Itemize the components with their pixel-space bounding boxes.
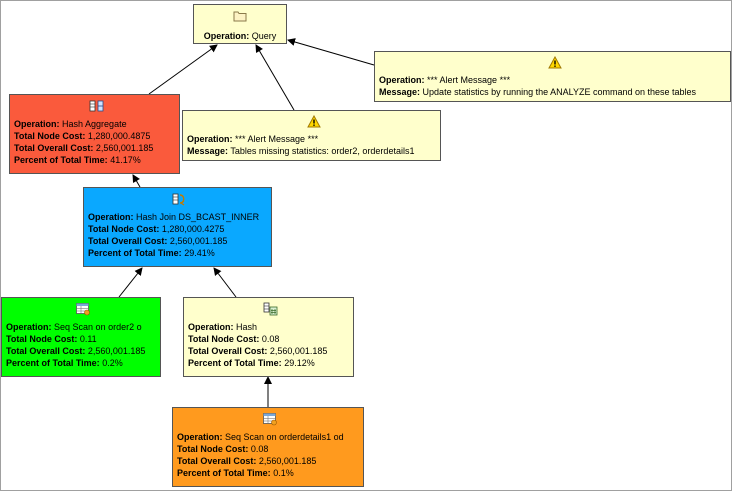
hash-aggregate-icon: [14, 99, 179, 115]
operation-label: Operation:: [177, 432, 223, 442]
operation-label: Operation:: [203, 31, 250, 41]
percent-of-total-time-label: Percent of Total Time:: [14, 155, 108, 165]
seq-scan-orderdetails-overall-cost: 2,560,001.185: [258, 456, 317, 466]
alert-2-operation: *** Alert Message ***: [235, 134, 319, 144]
seq-scan-order2-percent-time: 0.2%: [102, 358, 123, 368]
edge-hash-aggregate-to-query: [148, 44, 218, 95]
node-alert-update-statistics[interactable]: Operation: *** Alert Message *** Message…: [374, 51, 731, 102]
seq-scan-order2-node-cost: 0.11: [79, 334, 97, 344]
total-node-cost-label: Total Node Cost:: [6, 334, 78, 344]
table-scan-icon: [177, 412, 363, 428]
node-query[interactable]: Operation: Query: [193, 4, 287, 44]
hash-icon: [188, 302, 353, 318]
alert-2-message: Tables missing statistics: order2, order…: [230, 146, 415, 156]
hash-join-operation: Hash Join DS_BCAST_INNER: [136, 212, 260, 222]
seq-scan-order2-overall-cost: 2,560,001.185: [87, 346, 146, 356]
hash-join-percent-time: 29.41%: [184, 248, 215, 258]
total-overall-cost-label: Total Overall Cost:: [6, 346, 86, 356]
seq-scan-order2-operation: Seq Scan on order2 o: [54, 322, 142, 332]
node-seq-scan-order2[interactable]: Operation: Seq Scan on order2 o Total No…: [1, 297, 161, 377]
hash-aggregate-node-cost: 1,280,000.4875: [87, 131, 151, 141]
folder-icon: [194, 10, 286, 26]
total-overall-cost-label: Total Overall Cost:: [177, 456, 257, 466]
node-alert-missing-statistics[interactable]: Operation: *** Alert Message *** Message…: [182, 110, 441, 161]
operation-label: Operation:: [187, 134, 233, 144]
edge-hash-to-hash-join: [213, 267, 237, 298]
operation-label: Operation:: [88, 212, 134, 222]
warning-icon: [187, 115, 440, 131]
hash-join-node-cost: 1,280,000.4275: [161, 224, 225, 234]
total-node-cost-label: Total Node Cost:: [188, 334, 260, 344]
node-hash[interactable]: Operation: Hash Total Node Cost: 0.08 To…: [183, 297, 354, 377]
seq-scan-orderdetails-node-cost: 0.08: [250, 444, 269, 454]
operation-label: Operation:: [188, 322, 234, 332]
total-node-cost-label: Total Node Cost:: [14, 131, 86, 141]
seq-scan-orderdetails-percent-time: 0.1%: [273, 468, 294, 478]
node-seq-scan-orderdetails1[interactable]: Operation: Seq Scan on orderdetails1 od …: [172, 407, 364, 487]
operation-label: Operation:: [379, 75, 425, 85]
hash-node-cost: 0.08: [261, 334, 280, 344]
percent-of-total-time-label: Percent of Total Time:: [177, 468, 271, 478]
table-scan-icon: [6, 302, 160, 318]
edge-alert-2-to-query: [255, 44, 295, 111]
query-operation: Query: [251, 31, 277, 41]
total-overall-cost-label: Total Overall Cost:: [14, 143, 94, 153]
node-hash-join[interactable]: Operation: Hash Join DS_BCAST_INNER Tota…: [83, 187, 272, 267]
percent-of-total-time-label: Percent of Total Time:: [88, 248, 182, 258]
percent-of-total-time-label: Percent of Total Time:: [6, 358, 100, 368]
hash-overall-cost: 2,560,001.185: [269, 346, 328, 356]
total-overall-cost-label: Total Overall Cost:: [88, 236, 168, 246]
total-overall-cost-label: Total Overall Cost:: [188, 346, 268, 356]
hash-percent-time: 29.12%: [284, 358, 315, 368]
hash-operation: Hash: [236, 322, 258, 332]
percent-of-total-time-label: Percent of Total Time:: [188, 358, 282, 368]
edge-seq-scan-order2-to-hash-join: [118, 267, 143, 298]
hash-aggregate-overall-cost: 2,560,001.185: [95, 143, 154, 153]
node-hash-aggregate[interactable]: Operation: Hash Aggregate Total Node Cos…: [9, 94, 180, 174]
total-node-cost-label: Total Node Cost:: [88, 224, 160, 234]
alert-1-operation: *** Alert Message ***: [427, 75, 511, 85]
warning-icon: [379, 56, 730, 72]
alert-1-message: Update statistics by running the ANALYZE…: [422, 87, 697, 97]
edge-hash-join-to-hash-aggregate: [132, 174, 141, 188]
message-label: Message:: [187, 146, 229, 156]
hash-aggregate-operation: Hash Aggregate: [62, 119, 127, 129]
edge-alert-1-to-query: [287, 38, 375, 66]
message-label: Message:: [379, 87, 421, 97]
total-node-cost-label: Total Node Cost:: [177, 444, 249, 454]
hash-join-icon: [88, 192, 271, 208]
hash-aggregate-percent-time: 41.17%: [110, 155, 141, 165]
hash-join-overall-cost: 2,560,001.185: [169, 236, 228, 246]
operation-label: Operation:: [6, 322, 52, 332]
seq-scan-orderdetails-operation: Seq Scan on orderdetails1 od: [225, 432, 344, 442]
operation-label: Operation:: [14, 119, 60, 129]
